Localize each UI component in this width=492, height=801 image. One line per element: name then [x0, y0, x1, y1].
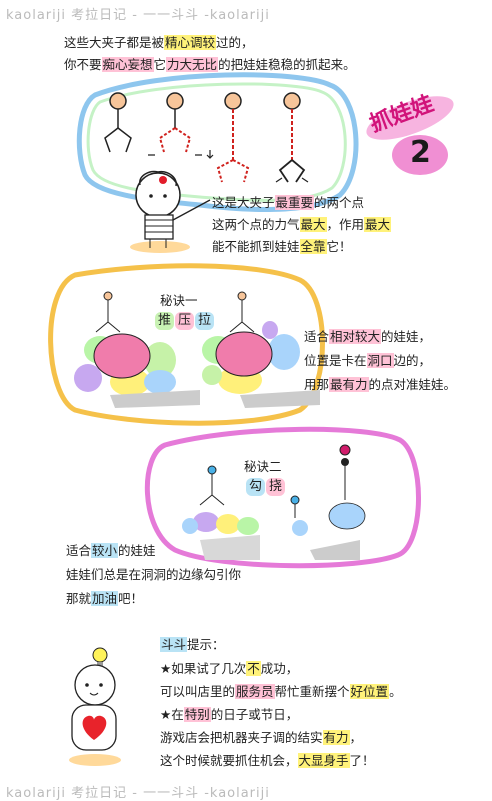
tips-text: 这个时候就要抓住机会， [160, 753, 298, 768]
claw-note-line-1: 这是大夹子最重要的两个点 [212, 194, 364, 212]
number-bubble [392, 135, 448, 175]
watermark-top: kaolariji 考拉日记 - 一一斗斗 -kaolariji [6, 8, 270, 23]
tips-line-3: ★在特别的日子或节日， [160, 706, 298, 724]
magenta-frame [144, 426, 421, 569]
secret-2-highlight: 较小 [91, 543, 119, 558]
claw-note-highlight: 全靠 [299, 239, 327, 254]
doll-pile-3 [182, 465, 260, 560]
secret-1-label: 秘诀一 [160, 293, 198, 308]
secret-2-desc-2: 娃娃们总是在洞洞的边缘勾引你 [66, 567, 242, 582]
action-hook: 勾 [246, 478, 266, 496]
secret-2-text: 适合 [66, 543, 92, 558]
claw-1-icon [104, 92, 132, 153]
secret-1-desc-1: 适合相对较大的娃娃， [304, 328, 431, 346]
claw-note-text: 这两个点的力气 [212, 217, 300, 232]
claw-note-line-3: 能不能抓到娃娃全靠它！ [212, 238, 352, 256]
secret-1-text: 位置是卡在 [304, 353, 367, 368]
claw-4-icon [275, 92, 309, 183]
watermark-bottom: kaolariji 考拉日记 - 一一斗斗 -kaolariji [6, 786, 270, 801]
title-number: 2 [410, 135, 431, 170]
secret-1-highlight: 最有力 [329, 377, 369, 392]
secret-1-text: 用那 [304, 377, 330, 392]
tips-text: 提示： [187, 637, 225, 652]
secret-1-text: 边的， [393, 353, 432, 368]
intro-highlight: 精心调较 [164, 35, 217, 50]
claw-note-highlight: 最重要 [274, 195, 315, 210]
claw-note-line-2: 这两个点的力气最大，作用最大 [212, 216, 392, 234]
intro-line-1: 这些大夹子都是被精心调较过的， [64, 34, 254, 52]
claw-note-highlight: 最大 [364, 217, 392, 232]
intro-text: 这些大夹子都是被 [64, 35, 165, 50]
secret-2-desc-3: 那就加油吧！ [66, 590, 143, 608]
secret-1-text: 适合 [304, 329, 330, 344]
claw-2-icon [148, 92, 202, 156]
tips-text: ★在 [160, 707, 184, 722]
claw-3-icon [206, 92, 250, 183]
tips-text: 可以叫店里的 [160, 684, 236, 699]
tips-text: 帮忙重新摆个 [274, 684, 350, 699]
secret-2-highlight: 加油 [91, 591, 119, 606]
action-push: 推 [155, 312, 175, 330]
tips-highlight: 斗斗 [160, 637, 188, 652]
intro-text: 过的， [216, 35, 254, 50]
tips-text: 的日子或节日， [210, 707, 299, 722]
tips-line-4: 游戏店会把机器夹子调的结实有力， [160, 729, 362, 747]
secret-2-label: 秘诀二 [244, 459, 282, 474]
tips-highlight: 大显身手 [297, 753, 350, 768]
claw-note-text: 它！ [326, 239, 352, 254]
secret-1-text: 的娃娃， [381, 329, 432, 344]
tips-header: 斗斗提示： [160, 636, 225, 654]
tips-text: 。 [389, 684, 402, 699]
tips-highlight: 好位置 [349, 684, 390, 699]
intro-highlight: 力大无比 [166, 57, 219, 72]
tips-text: 了！ [349, 753, 375, 768]
tips-text: 成功， [260, 661, 299, 676]
tips-text: ★如果试了几次 [160, 661, 247, 676]
secret-2-text: 那就 [66, 591, 92, 606]
claw-note-text: 能不能抓到娃娃 [212, 239, 300, 254]
claw-note-highlight: 最大 [299, 217, 327, 232]
claw-note-text: 这是大夹子 [212, 195, 275, 210]
orange-frame [48, 263, 325, 426]
action-scratch: 挠 [266, 478, 286, 496]
intro-text: 你不要 [64, 57, 102, 72]
claw-note-text: 的两个点 [314, 195, 365, 210]
tips-line-5: 这个时候就要抓住机会，大显身手了！ [160, 752, 375, 770]
mascot-character-icon [69, 647, 121, 766]
tips-highlight: 不 [246, 661, 261, 676]
secret-1-desc-2: 位置是卡在洞口边的， [304, 352, 431, 370]
secret-1-highlight: 相对较大 [329, 329, 382, 344]
secret-1-desc-3: 用那最有力的点对准娃娃。 [304, 376, 456, 394]
intro-highlight: 痴心妄想 [101, 57, 154, 72]
tips-highlight: 特别 [183, 707, 211, 722]
doll-pile-4 [290, 444, 366, 560]
intro-line-2: 你不要痴心妄想它力大无比的把娃娃稳稳的抓起来。 [64, 56, 356, 74]
secret-1-highlight: 洞口 [366, 353, 394, 368]
action-press: 压 [175, 312, 195, 330]
secret-2-text: 的娃娃 [118, 543, 156, 558]
secret-1-text: 的点对准娃娃。 [368, 377, 457, 392]
secret-2-text: 吧！ [118, 591, 144, 606]
intro-text: 它 [153, 57, 167, 72]
intro-text: 的把娃娃稳稳的抓起来。 [218, 57, 356, 72]
heart-icon [82, 715, 107, 740]
tips-highlight: 有力 [322, 730, 350, 745]
tips-highlight: 服务员 [235, 684, 275, 699]
tips-line-1: ★如果试了几次不成功， [160, 660, 298, 678]
girl-character-icon [130, 170, 211, 253]
tips-text: ， [349, 730, 363, 745]
claw-note-text: ，作用 [326, 217, 365, 232]
action-pull: 拉 [195, 312, 215, 330]
secret-2-desc-1: 适合较小的娃娃 [66, 542, 156, 560]
doll-pile-1 [74, 291, 200, 408]
doll-pile-2 [202, 291, 320, 408]
tips-text: 游戏店会把机器夹子调的结实 [160, 730, 323, 745]
tips-line-2: 可以叫店里的服务员帮忙重新摆个好位置。 [160, 683, 402, 701]
